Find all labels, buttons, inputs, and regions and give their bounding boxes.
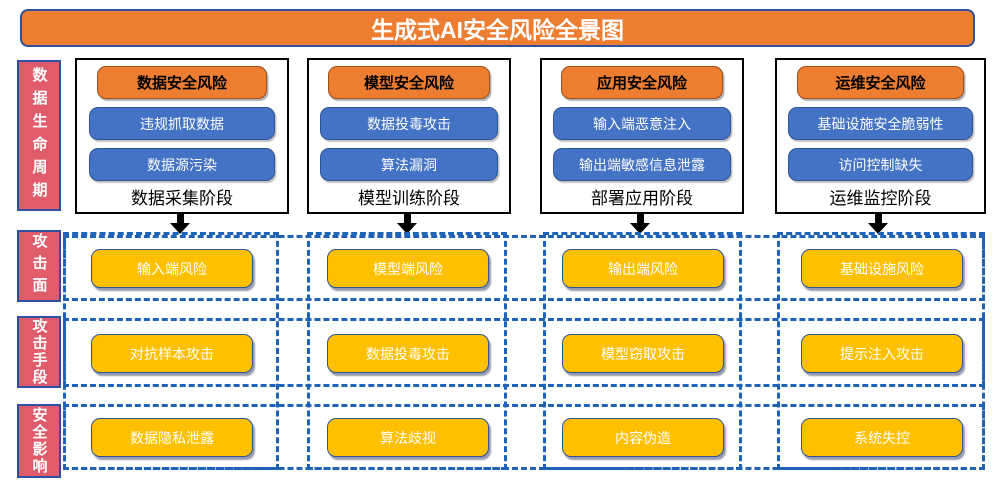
risk-item: 基础设施安全脆弱性: [788, 107, 973, 140]
risk-item: 算法漏洞: [320, 148, 498, 181]
stage-header: 数据安全风险: [97, 66, 267, 99]
diagram-title: 生成式AI安全风险全景图: [20, 9, 975, 47]
stage-column-model: 模型安全风险 数据投毒攻击 算法漏洞 模型训练阶段: [307, 58, 511, 214]
rail-data-lifecycle: 数据生命周期: [17, 60, 61, 211]
dashed-row-frame: [63, 404, 985, 470]
stage-column-operations: 运维安全风险 基础设施安全脆弱性 访问控制缺失 运维监控阶段: [775, 58, 986, 214]
down-arrow-icon: [397, 214, 417, 234]
risk-node: 输入端风险: [91, 249, 253, 288]
stage-header: 应用安全风险: [561, 66, 723, 99]
risk-node: 内容伪造: [562, 418, 724, 457]
dashed-row-frame: [63, 318, 985, 387]
rail-security-impact: 安全影响: [17, 404, 61, 478]
risk-node: 模型端风险: [327, 249, 489, 288]
stage-header: 模型安全风险: [328, 66, 490, 99]
risk-node: 系统失控: [801, 418, 963, 457]
stage-label: 模型训练阶段: [358, 189, 460, 208]
risk-node: 基础设施风险: [801, 249, 963, 288]
risk-node: 输出端风险: [562, 249, 724, 288]
dashed-row-frame: [63, 235, 985, 301]
stage-label: 部署应用阶段: [591, 189, 693, 208]
down-arrow-icon: [868, 214, 888, 234]
down-arrow-icon: [630, 214, 650, 234]
rail-attack-surface: 攻击面: [17, 230, 61, 302]
down-arrow-icon: [170, 214, 190, 234]
risk-item: 数据源污染: [88, 148, 276, 181]
stage-label: 数据采集阶段: [131, 189, 233, 208]
stage-label: 运维监控阶段: [829, 189, 932, 208]
risk-node: 模型窃取攻击: [562, 334, 724, 373]
risk-item: 输入端恶意注入: [553, 107, 731, 140]
risk-node: 算法歧视: [327, 418, 489, 457]
stage-column-data: 数据安全风险 违规抓取数据 数据源污染 数据采集阶段: [75, 58, 289, 214]
risk-node: 数据隐私泄露: [91, 418, 253, 457]
stage-header: 运维安全风险: [796, 66, 965, 99]
risk-node: 对抗样本攻击: [91, 334, 253, 373]
risk-item: 访问控制缺失: [788, 148, 973, 181]
risk-node: 数据投毒攻击: [327, 334, 489, 373]
risk-item: 输出端敏感信息泄露: [553, 148, 731, 181]
risk-item: 数据投毒攻击: [320, 107, 498, 140]
stage-column-application: 应用安全风险 输入端恶意注入 输出端敏感信息泄露 部署应用阶段: [540, 58, 744, 214]
rail-attack-method: 攻击手段: [17, 316, 61, 388]
risk-item: 违规抓取数据: [88, 107, 276, 140]
risk-node: 提示注入攻击: [801, 334, 963, 373]
